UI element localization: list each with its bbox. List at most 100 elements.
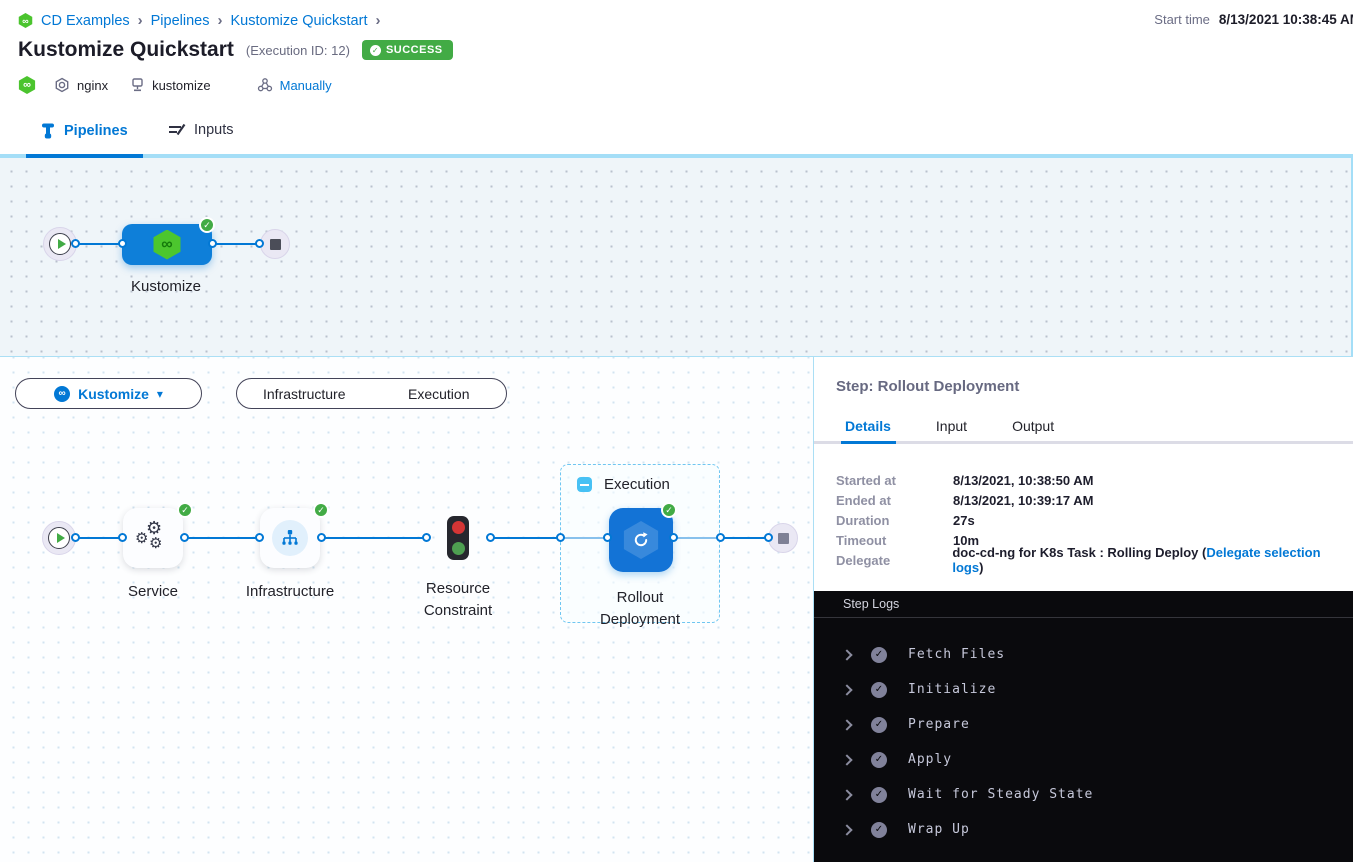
connector-line <box>722 537 770 539</box>
step-label-resource-constraint: Resource Constraint <box>423 580 493 619</box>
stage-end-node[interactable] <box>768 523 798 553</box>
log-section-fetch-files[interactable]: ✓ Fetch Files <box>814 637 1353 672</box>
step-panel-title: Step: Rollout Deployment <box>836 378 1020 395</box>
stage-node-kustomize[interactable]: ∞ <box>122 224 212 265</box>
view-toggle: Infrastructure Execution <box>236 378 507 409</box>
connector-line <box>186 537 261 539</box>
pipelines-icon <box>42 123 54 139</box>
detail-row-timeout: Timeout 10m <box>836 532 980 548</box>
tab-input[interactable]: Input <box>935 418 968 434</box>
connector-port <box>118 239 127 248</box>
chevron-right-icon[interactable] <box>841 753 853 766</box>
log-section-wrap-up[interactable]: ✓ Wrap Up <box>814 812 1353 847</box>
active-tab-indicator <box>26 154 143 158</box>
chevron-right-icon[interactable] <box>841 788 853 801</box>
service-gears-icon: ⚙ ⚙ ⚙ <box>135 518 163 552</box>
tab-inputs[interactable]: Inputs <box>168 122 234 138</box>
tab-pipelines[interactable]: Pipelines <box>40 122 128 140</box>
success-check-icon: ✓ <box>871 821 887 838</box>
success-check-icon: ✓ <box>313 502 329 518</box>
success-check-icon: ✓ <box>871 751 887 768</box>
collapse-minus-icon[interactable] <box>577 477 592 492</box>
log-section-initialize[interactable]: ✓ Initialize <box>814 672 1353 707</box>
rollout-refresh-icon <box>623 521 659 559</box>
stage-execution-canvas: ∞ Kustomize ▾ Infrastructure Execution <box>0 357 814 862</box>
harness-logo-icon: ∞ <box>18 13 33 28</box>
step-panel-tabs: Details Input Output <box>841 418 1058 442</box>
connector-port <box>208 239 217 248</box>
trigger-icon <box>257 78 272 92</box>
start-time-value: 8/13/2021 10:38:45 AM <box>1218 12 1353 27</box>
stage-selector-dropdown[interactable]: ∞ Kustomize ▾ <box>15 378 202 409</box>
resource-constraint-icon[interactable] <box>447 516 469 560</box>
log-section-prepare[interactable]: ✓ Prepare <box>814 707 1353 742</box>
step-logs-panel: Step Logs ✓ Fetch Files ✓ Initialize <box>814 591 1353 862</box>
step-details-list: Started at 8/13/2021, 10:38:50 AM Ended … <box>836 470 1353 576</box>
connector-line <box>492 537 562 539</box>
connector-line <box>77 537 124 539</box>
connector-port <box>317 533 326 542</box>
stop-icon <box>269 238 281 250</box>
step-node-infrastructure[interactable] <box>260 508 320 568</box>
environment-icon <box>132 78 143 92</box>
page-title: Kustomize Quickstart <box>18 38 234 61</box>
harness-stage-icon: ∞ <box>153 229 181 260</box>
step-logs-list: ✓ Fetch Files ✓ Initialize ✓ Prepare <box>814 618 1353 847</box>
stop-icon <box>777 532 789 544</box>
connector-port <box>764 533 773 542</box>
chevron-right-icon[interactable] <box>841 823 853 836</box>
chevron-right-icon[interactable] <box>841 683 853 696</box>
meta-row: ∞ nginx kustomize <box>18 76 332 94</box>
chevron-right-icon[interactable] <box>841 718 853 731</box>
toggle-execution[interactable]: Execution <box>408 385 470 402</box>
breadcrumb-pipelines[interactable]: Pipelines <box>150 12 210 29</box>
title-row: Kustomize Quickstart (Execution ID: 12) … <box>18 38 453 62</box>
breadcrumb-separator-icon: › <box>375 12 381 29</box>
bottom-section: ∞ Kustomize ▾ Infrastructure Execution <box>0 356 1353 862</box>
tab-pipelines-label: Pipelines <box>64 123 128 139</box>
connector-port <box>118 533 127 542</box>
check-icon: ✓ <box>369 44 381 56</box>
log-section-wait-for-steady-state[interactable]: ✓ Wait for Steady State <box>814 777 1353 812</box>
chevron-right-icon[interactable] <box>841 648 853 661</box>
connector-port <box>255 239 264 248</box>
trigger-manually-link[interactable]: Manually <box>279 77 332 93</box>
detail-row-duration: Duration 27s <box>836 512 975 528</box>
service-hex-icon <box>55 77 69 93</box>
active-tab-indicator <box>841 441 896 444</box>
inputs-icon <box>169 123 186 136</box>
detail-row-started-at: Started at 8/13/2021, 10:38:50 AM <box>836 472 1094 488</box>
connector-line <box>212 243 261 245</box>
breadcrumb-kustomize-quickstart[interactable]: Kustomize Quickstart <box>230 12 368 29</box>
harness-logo-icon: ∞ <box>18 76 36 94</box>
detail-row-delegate: Delegate doc-cd-ng for K8s Task : Rollin… <box>836 545 1321 575</box>
success-check-icon: ✓ <box>177 502 193 518</box>
toggle-infrastructure[interactable]: Infrastructure <box>263 385 346 402</box>
tab-details[interactable]: Details <box>845 418 891 434</box>
tab-output[interactable]: Output <box>1012 418 1055 434</box>
log-section-apply[interactable]: ✓ Apply <box>814 742 1353 777</box>
pipeline-canvas: ∞ ✓ Kustomize <box>0 158 1353 356</box>
status-badge-label: SUCCESS <box>385 44 443 56</box>
step-details-panel: Step: Rollout Deployment Details Input O… <box>814 357 1353 862</box>
play-icon <box>56 533 65 543</box>
harness-stage-icon: ∞ <box>54 385 71 402</box>
breadcrumb: ∞ CD Examples › Pipelines › Kustomize Qu… <box>18 12 380 29</box>
breadcrumb-cd-examples[interactable]: CD Examples <box>41 12 130 29</box>
execution-group-label: Execution <box>604 476 670 493</box>
service-name: nginx <box>77 77 109 93</box>
execution-group: Execution <box>560 464 720 623</box>
pipeline-end-node[interactable] <box>260 229 290 259</box>
connector-line <box>323 537 428 539</box>
connector-port <box>556 533 565 542</box>
chevron-down-icon: ▾ <box>156 386 163 401</box>
delegate-selection-logs-link[interactable]: Delegate selection logs <box>952 545 1321 575</box>
success-check-icon: ✓ <box>871 646 887 663</box>
step-label-service: Service <box>127 583 179 600</box>
detail-row-ended-at: Ended at 8/13/2021, 10:39:17 AM <box>836 492 1094 508</box>
step-label-rollout-deployment: Rollout Deployment <box>599 589 681 628</box>
stage-label: Kustomize <box>130 278 202 295</box>
step-node-service[interactable]: ⚙ ⚙ ⚙ <box>123 508 183 568</box>
step-node-rollout-deployment[interactable] <box>609 508 673 572</box>
